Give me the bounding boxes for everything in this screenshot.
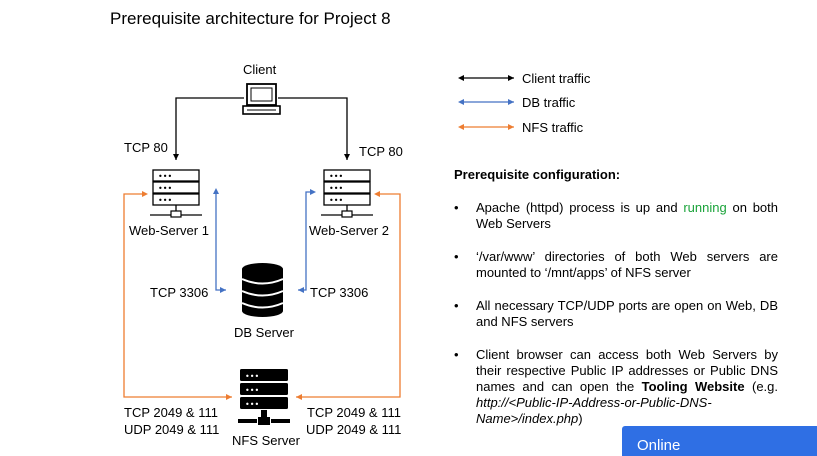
svg-text:•••: •••: [158, 184, 172, 193]
tcp80-left-label: TCP 80: [124, 140, 168, 155]
svg-text:•••: •••: [245, 400, 259, 409]
web-server-1-icon: ••• ••• •••: [150, 169, 202, 218]
tcp3306-right-label: TCP 3306: [310, 285, 369, 300]
running-status: running: [683, 200, 727, 215]
client-to-web2-connector: [278, 97, 350, 160]
tooling-website-text: Tooling Website: [641, 379, 745, 394]
example-url: http://<Public-IP-Address-or-Public-DNS-…: [476, 395, 712, 426]
bullet-icon: •: [454, 298, 459, 313]
svg-text:•••: •••: [329, 184, 343, 193]
nfs-server-icon: ••• ••• •••: [238, 369, 290, 425]
client-label: Client: [243, 62, 277, 77]
tcp3306-left-label: TCP 3306: [150, 285, 209, 300]
legend-nfs-label: NFS traffic: [522, 120, 584, 135]
online-status-button[interactable]: Online: [622, 426, 817, 456]
page-title: Prerequisite architecture for Project 8: [110, 9, 391, 28]
client-laptop-icon: [242, 83, 281, 115]
nfs-server-label: NFS Server: [232, 433, 300, 448]
config-item-ports: • All necessary TCP/UDP ports are open o…: [454, 298, 778, 329]
web-server-2-icon: ••• ••• •••: [321, 169, 373, 218]
config-item-apache: • Apache (httpd) process is up and runni…: [454, 200, 778, 231]
web1-db-connector: [213, 188, 226, 293]
bullet-icon: •: [454, 347, 459, 362]
svg-text:•••: •••: [158, 196, 172, 205]
nfs-right-udp-label: UDP 2049 & 111: [306, 422, 402, 437]
nfs-left-udp-label: UDP 2049 & 111: [124, 422, 220, 437]
web-server-1-label: Web-Server 1: [129, 223, 209, 238]
svg-text:•••: •••: [329, 196, 343, 205]
nfs-left-tcp-label: TCP 2049 & 111: [124, 405, 218, 420]
svg-text:•••: •••: [245, 372, 259, 381]
svg-text:•••: •••: [329, 172, 343, 181]
tcp80-right-label: TCP 80: [359, 144, 403, 159]
web1-nfs-connector: [123, 191, 232, 400]
web2-nfs-connector: [296, 191, 401, 400]
bullet-icon: •: [454, 200, 459, 215]
config-heading: Prerequisite configuration:: [454, 167, 621, 182]
web2-db-connector: [298, 189, 316, 293]
client-to-web1-connector: [173, 97, 244, 160]
web-server-2-label: Web-Server 2: [309, 223, 389, 238]
config-item-mounts: • ‘/var/www’ directories of both Web ser…: [454, 249, 778, 280]
database-icon: [241, 263, 284, 317]
config-item-browser: • Client browser can access both Web Ser…: [454, 347, 778, 426]
nfs-right-tcp-label: TCP 2049 & 111: [307, 405, 401, 420]
bullet-icon: •: [454, 249, 459, 264]
svg-text:•••: •••: [158, 172, 172, 181]
db-server-label: DB Server: [234, 325, 294, 340]
svg-text:•••: •••: [245, 386, 259, 395]
legend-client-label: Client traffic: [522, 71, 591, 86]
legend-db-label: DB traffic: [522, 95, 576, 110]
